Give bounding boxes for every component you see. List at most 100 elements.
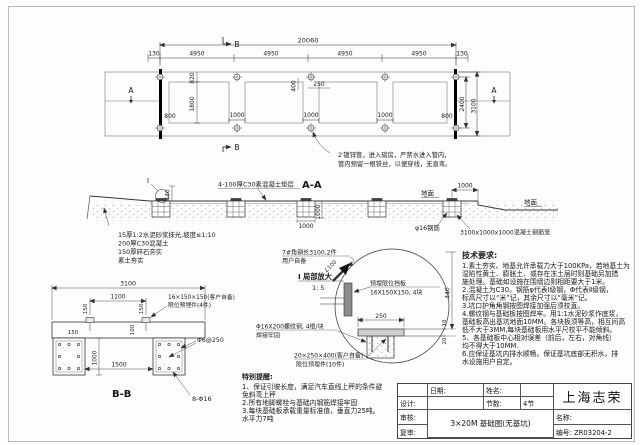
- dim-span-4: 4950: [411, 51, 426, 58]
- tech-requirements: 技术要求: 1.素土夯实。地基允许承载力大于100KPa，若地基土为 湿陷性黄土…: [462, 251, 634, 367]
- plan-dimensions: [147, 42, 481, 137]
- dim-250: 250: [313, 81, 325, 88]
- title-block-cell: [428, 397, 484, 410]
- tech-line: 基础板高出基坑地面10MM。各块板须等高，相互间高: [462, 318, 626, 326]
- title-block-cell: [398, 384, 428, 397]
- section-a-left: A: [128, 86, 134, 95]
- bb-rebar-label: 8-Φ16: [192, 395, 212, 403]
- special-line: 2.所有地脚螺栓与基础内钢筋焊接牢固: [242, 399, 358, 407]
- detail-angle-label-2: 用户自备: [282, 257, 306, 265]
- plan-view: [104, 37, 511, 154]
- aa-detail-mark: I: [147, 177, 149, 185]
- aa-layer-note-2: 200厚C30混凝土: [118, 239, 169, 248]
- aa-ground-label-2: 地面: [524, 198, 538, 207]
- tech-line: 标高尺寸以“米”记，其余尺寸以“毫米”记。: [462, 294, 592, 302]
- aa-layer-note-3: 150厚碎石夯实: [118, 247, 162, 256]
- drawing-number: 编号: ZR03204-2: [556, 428, 612, 437]
- special-line: 免斜弯上秤: [242, 391, 276, 399]
- tech-line: 均不得大于10MM.: [462, 342, 519, 350]
- dim-2400: 2400: [459, 96, 466, 111]
- dim-3100: 3100: [471, 98, 478, 113]
- dim-span-1: 4950: [189, 51, 204, 58]
- soil-hatch: [90, 204, 558, 219]
- aa-layer-note-4: 素土夯实: [118, 256, 144, 265]
- tech-line: 6.应保证基坑内排水顺畅。保证基坑底部无积水，排: [462, 350, 619, 358]
- section-bb: [51, 285, 206, 396]
- detail-baffle-label-2: 16X150X150, 4块: [370, 289, 422, 297]
- dim-total: 20060: [298, 37, 319, 45]
- company-name: 上海志荣: [554, 384, 631, 410]
- pipe-leader: [312, 131, 331, 154]
- detail-circle-mark: [155, 189, 169, 203]
- aa-title: A-A: [302, 180, 322, 191]
- tech-line: 水设施用户自定。: [462, 358, 517, 366]
- dim-margin-left: 130: [148, 51, 160, 58]
- detail-dim-440: 440: [445, 287, 452, 299]
- dim-span-2: 4950: [263, 51, 278, 58]
- name-field-label: 名称:: [554, 410, 631, 425]
- detail-angle-label-1: 7#角钢长3100,2件: [282, 249, 337, 257]
- detail-pier: [366, 335, 395, 359]
- detail-scale: 1: 5: [312, 284, 325, 292]
- tech-line: 3.坑口护角角钢按图焊接加强后须校直。: [462, 302, 585, 310]
- bb-title: B-B: [112, 389, 131, 400]
- section-marks: [129, 37, 496, 152]
- dim-edge-right: 800: [441, 113, 453, 120]
- bb-plate-label-2: 限位预埋件(4件): [168, 301, 211, 309]
- detail-bolt-label-1: Φ16X200螺纹钢, 4根/块: [256, 323, 324, 331]
- bb-dim-100: 100: [130, 324, 136, 335]
- dim-edge-left: 800: [164, 113, 176, 120]
- tech-line: 低不大于3MM,每块基础板用水平尺校平不能倾斜。: [462, 326, 617, 334]
- section-bb-labels: B-B 3100 1100 150 150 150 100 1000 1500 …: [68, 281, 235, 404]
- baffle-plate: [343, 282, 353, 317]
- person-label: 姓名:: [484, 384, 521, 397]
- detail-plate-label-2: 限位预埋件(10件): [296, 361, 344, 369]
- sections-label: 节数:: [484, 397, 521, 410]
- title-block-cell: [521, 384, 554, 397]
- check-label: 审核:: [398, 410, 428, 425]
- special-line: 1、保证引坡长度，满足汽车直线上秤的条件避: [242, 383, 383, 391]
- detail-plate-label-1: 20×250×400(客户自备): [294, 352, 363, 360]
- bb-dim-lines: [51, 285, 206, 396]
- bb-dim-150-c: 150: [68, 330, 79, 336]
- bb-dim-1500: 1500: [111, 362, 126, 369]
- detail-title: I 局部放大: [298, 272, 333, 281]
- section-b-top: B: [234, 40, 239, 49]
- bb-stirrup-label: Φ6@250: [197, 336, 224, 344]
- pipe-note-2: 管内预留一根铁丝，以便穿线，无直弯。: [338, 159, 451, 168]
- detail-dim-20: 20: [442, 337, 448, 344]
- tech-line: 施处理。基础如设施在围墙边则相距要大于1米。: [462, 278, 610, 286]
- tech-requirements-title: 技术要求:: [462, 251, 498, 260]
- base-plate: [357, 328, 405, 337]
- design-label: 设计:: [398, 397, 428, 410]
- plan-labels: 20060 130 4950 4950 4950 4950 130 2400 3…: [128, 37, 497, 169]
- dim-820: 820: [189, 72, 196, 84]
- aa-cage-label: 3100x1000x1000混凝土钢筋笼: [460, 229, 550, 237]
- section-a-right: A: [491, 86, 497, 95]
- tech-line: 1.素土夯实。地基允许承载力大于100KPa，若地基土为: [462, 262, 630, 270]
- title-block: 日期: 姓名: 上海志荣 设计: 节数: 4节 审核: 3×20M 基础图(无基…: [397, 383, 632, 439]
- detail-bolt-label-2: 焊接牢固: [256, 332, 280, 340]
- aa-dim-lines: [103, 185, 542, 230]
- detail-i: [256, 248, 456, 364]
- bb-dim-1000: 1000: [93, 350, 99, 365]
- bb-dim-1100: 1100: [110, 294, 125, 301]
- drawing-title: 3×20M 基础图(无基坑): [428, 410, 554, 438]
- dim-margin-right: 130: [456, 51, 468, 58]
- dim-gap-3: 1000: [377, 112, 392, 119]
- aa-dim-1000-c: 1000: [315, 204, 322, 219]
- dim-1800: 1800: [189, 96, 196, 111]
- dim-400: 400: [291, 80, 298, 92]
- detail-dim-lines: [256, 251, 456, 360]
- dim-gap-1: 1000: [229, 112, 244, 119]
- bb-plate-label-1: 16×150×150(客户自备): [168, 293, 235, 301]
- aa-dim-1000-b: 1000: [298, 223, 313, 230]
- aa-dim-440: 440: [165, 189, 172, 201]
- dim-span-3: 4950: [337, 51, 352, 58]
- angle-steel-icon: [339, 263, 350, 275]
- sections-value: 4节: [521, 397, 554, 410]
- special-reminder-title: 特别提醒:: [242, 373, 273, 381]
- sheet-border: [8, 6, 635, 442]
